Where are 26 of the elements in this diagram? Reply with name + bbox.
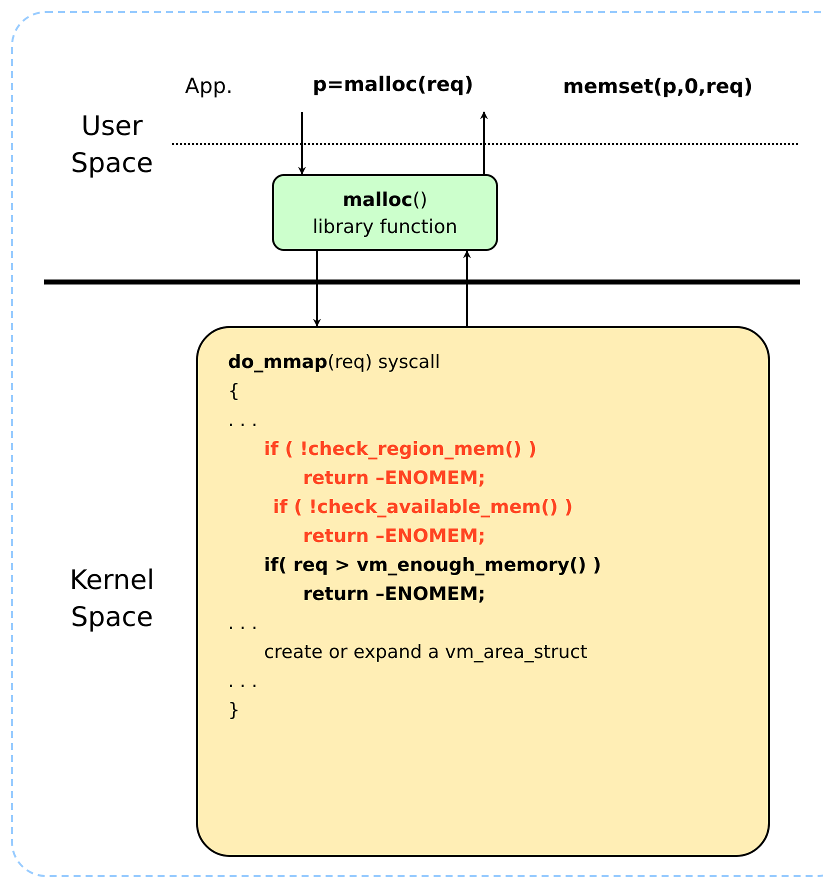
arrow [463, 250, 471, 326]
code-line: return –ENOMEM; [303, 467, 486, 491]
code-line: do_mmap(req) syscall [228, 351, 440, 375]
text-line: library function [312, 215, 458, 240]
arrow [480, 111, 488, 174]
code-line: . . . [228, 409, 258, 433]
function-call-text: p=malloc(req) [290, 70, 496, 98]
code-line: . . . [228, 670, 258, 694]
code-line: if( req > vm_enough_memory() ) [264, 554, 602, 578]
layer-label: App. [185, 73, 233, 100]
region-label: Kernel Space [68, 564, 156, 635]
text-line: malloc() [342, 188, 428, 213]
arrow [298, 112, 306, 175]
code-line: if ( !check_available_mem() ) [273, 496, 573, 520]
code-line: . . . [228, 612, 258, 636]
region-label: User Space [70, 110, 154, 181]
code-line: return –ENOMEM; [303, 525, 486, 549]
code-line: if ( !check_region_mem() ) [264, 438, 537, 462]
function-call-text: memset(p,0,req) [563, 73, 753, 100]
syscall-code-box [196, 326, 770, 857]
code-line: } [228, 699, 240, 723]
code-line: create or expand a vm_area_struct [264, 641, 588, 665]
code-line: { [228, 380, 240, 404]
library-function-box [272, 174, 498, 251]
code-line: return –ENOMEM; [303, 583, 486, 607]
arrow [313, 251, 321, 327]
